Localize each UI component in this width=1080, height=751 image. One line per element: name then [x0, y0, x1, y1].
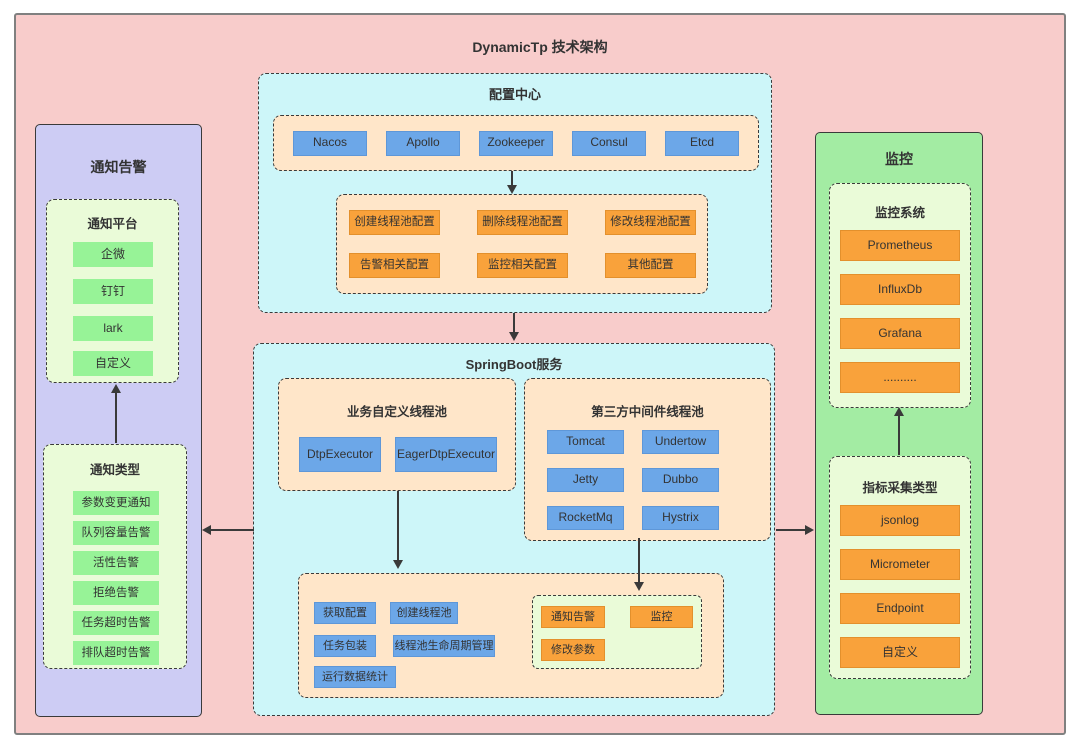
notify-platform-title: 通知平台 — [87, 217, 138, 231]
third-pool-item: Tomcat — [547, 430, 624, 454]
notify-type-item: 任务超时告警 — [73, 611, 159, 635]
registry-item: Apollo — [386, 130, 460, 156]
monitor-system-item: .......... — [840, 362, 960, 393]
config-kind-item: 删除线程池配置 — [477, 210, 568, 235]
config-registry-group: Nacos Apollo Zookeeper Consul Etcd — [273, 115, 759, 171]
notify-type-item: 活性告警 — [73, 551, 159, 575]
monitor-systems-title: 监控系统 — [874, 206, 925, 220]
third-pool-item: Dubbo — [642, 468, 719, 492]
metric-collector-item: 自定义 — [840, 637, 960, 668]
config-kind-item: 监控相关配置 — [477, 253, 568, 278]
platform-item: lark — [73, 316, 153, 341]
biz-pool-item: DtpExecutor — [299, 437, 381, 472]
core-capabilities-group: 获取配置 创建线程池 任务包装 线程池生命周期管理 运行数据统计 通知告警 监控… — [298, 573, 724, 698]
config-kind-item: 其他配置 — [605, 253, 696, 278]
monitor-panel: 监控 监控系统 Prometheus InfluxDb Grafana ....… — [815, 132, 983, 715]
core-actions-group: 通知告警 监控 修改参数 — [532, 595, 702, 669]
third-pool-item: Jetty — [547, 468, 624, 492]
platform-item: 企微 — [73, 242, 153, 267]
config-kind-item: 告警相关配置 — [349, 253, 440, 278]
diagram-title: DynamicTp 技术架构 — [472, 39, 608, 55]
config-kinds-group: 创建线程池配置 删除线程池配置 修改线程池配置 告警相关配置 监控相关配置 其他… — [336, 194, 708, 294]
core-item: 线程池生命周期管理 — [393, 635, 495, 657]
metric-collector-item: jsonlog — [840, 505, 960, 536]
third-pool-group: 第三方中间件线程池 Tomcat Undertow Jetty Dubbo Ro… — [524, 378, 771, 541]
third-pool-item: Undertow — [642, 430, 719, 454]
biz-pool-item: EagerDtpExecutor — [395, 437, 497, 472]
biz-pool-title: 业务自定义线程池 — [346, 405, 447, 419]
alert-panel: 通知告警 通知平台 企微 钉钉 lark 自定义 通知类型 参数变更通知 队列容… — [35, 124, 202, 717]
monitor-system-item: Prometheus — [840, 230, 960, 261]
core-item: 创建线程池 — [390, 602, 458, 624]
core-item: 运行数据统计 — [314, 666, 396, 688]
registry-item: Consul — [572, 130, 646, 156]
metric-collectors-group: 指标采集类型 jsonlog Micrometer Endpoint 自定义 — [829, 456, 971, 679]
config-center: 配置中心 Nacos Apollo Zookeeper Consul Etcd … — [258, 73, 772, 313]
springboot-service: SpringBoot服务 业务自定义线程池 DtpExecutor EagerD… — [253, 343, 775, 716]
registry-item: Nacos — [293, 130, 367, 156]
core-item: 任务包装 — [314, 635, 376, 657]
action-item: 修改参数 — [541, 639, 605, 661]
third-pool-item: RocketMq — [547, 506, 624, 530]
monitor-system-item: InfluxDb — [840, 274, 960, 305]
springboot-title: SpringBoot服务 — [465, 357, 563, 372]
notify-types-group: 通知类型 参数变更通知 队列容量告警 活性告警 拒绝告警 任务超时告警 排队超时… — [43, 444, 187, 669]
alert-panel-title: 通知告警 — [90, 159, 147, 175]
action-item: 通知告警 — [541, 606, 605, 628]
notify-type-item: 拒绝告警 — [73, 581, 159, 605]
config-center-title: 配置中心 — [488, 87, 541, 102]
third-pool-title: 第三方中间件线程池 — [591, 405, 704, 419]
registry-item: Etcd — [665, 130, 739, 156]
metric-collector-item: Endpoint — [840, 593, 960, 624]
notify-type-item: 参数变更通知 — [73, 491, 159, 515]
notify-type-item: 队列容量告警 — [73, 521, 159, 545]
metric-collectors-title: 指标采集类型 — [862, 481, 938, 495]
notify-platform-group: 通知平台 企微 钉钉 lark 自定义 — [46, 199, 179, 383]
monitor-panel-title: 监控 — [885, 151, 913, 167]
platform-item: 自定义 — [73, 351, 153, 376]
notify-types-title: 通知类型 — [89, 463, 140, 477]
notify-type-item: 排队超时告警 — [73, 641, 159, 665]
monitor-system-item: Grafana — [840, 318, 960, 349]
registry-item: Zookeeper — [479, 130, 553, 156]
platform-item: 钉钉 — [73, 279, 153, 304]
config-kind-item: 修改线程池配置 — [605, 210, 696, 235]
metric-collector-item: Micrometer — [840, 549, 960, 580]
monitor-systems-group: 监控系统 Prometheus InfluxDb Grafana .......… — [829, 183, 971, 408]
biz-pool-group: 业务自定义线程池 DtpExecutor EagerDtpExecutor — [278, 378, 516, 491]
third-pool-item: Hystrix — [642, 506, 719, 530]
action-item: 监控 — [630, 606, 693, 628]
core-item: 获取配置 — [314, 602, 376, 624]
config-kind-item: 创建线程池配置 — [349, 210, 440, 235]
